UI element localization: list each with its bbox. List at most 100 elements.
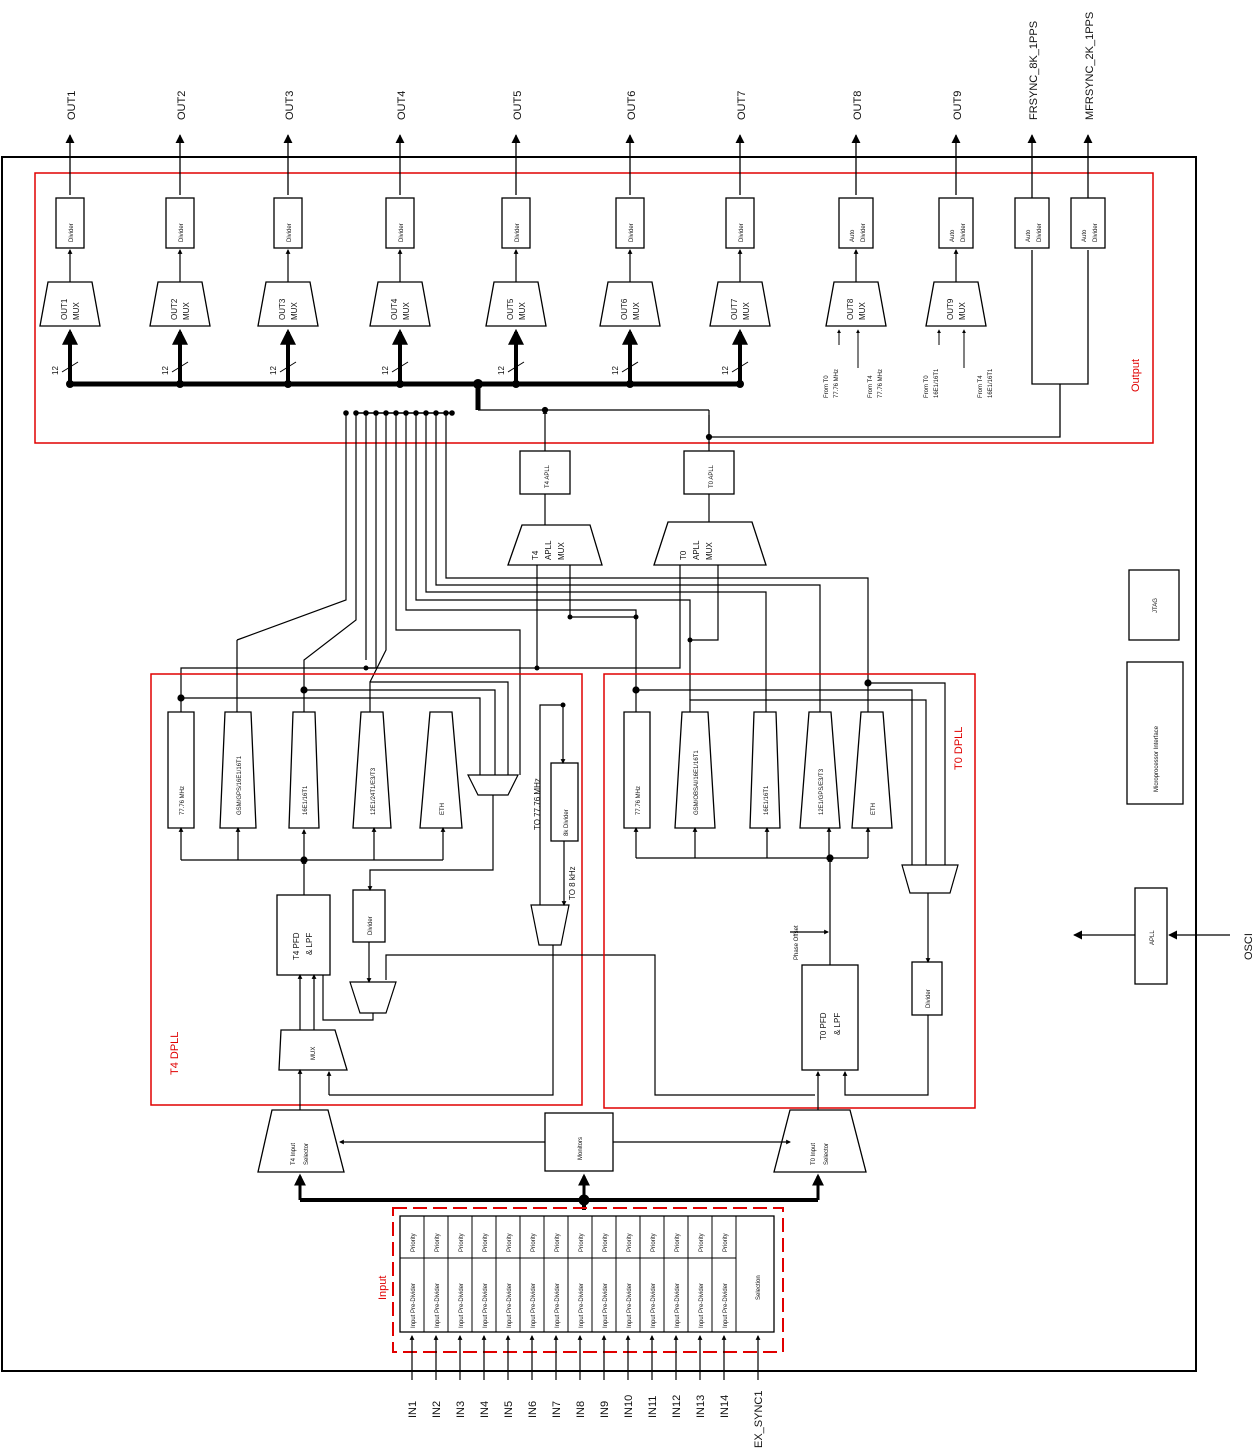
priority-label: Priority [603,1233,609,1252]
svg-text:77.76 MHz: 77.76 MHz [834,369,840,398]
dpll-clock-block: ETH [419,711,463,829]
output-section-border [34,172,1154,444]
input-pin-label: IN8 [575,1401,587,1418]
output-section-label: Output [1130,359,1142,392]
input-pin-label: IN13 [695,1395,707,1418]
t4-wiring [177,640,815,1115]
t0-divider: Divider [911,961,943,1016]
auto-divider-label: Auto [950,229,956,242]
input-pin-label: IN5 [503,1401,515,1418]
svg-text:T0: T0 [679,550,688,560]
priority-label: Priority [579,1233,585,1252]
svg-text:T4 PFD: T4 PFD [292,932,301,960]
svg-text:16E1/16T1: 16E1/16T1 [988,368,994,398]
svg-text:APLL: APLL [692,540,701,560]
input-pin-label: IN14 [719,1395,731,1418]
t4-apll-block: T4 APLL [519,450,571,495]
dpll-block-label: 16E1/16T1 [303,785,309,815]
svg-text:& LPF: & LPF [833,1013,842,1035]
predivider-label: Input Pre-Divider [579,1283,585,1328]
svg-text:8k Divider: 8k Divider [564,809,570,836]
system-apll-block: APLL OSCI [1073,887,1255,985]
auto-divider-label: Divider [961,223,967,242]
t0-pfd: T0 PFD & LPF [801,964,859,1071]
svg-text:From T0: From T0 [924,375,930,398]
predivider-label: Input Pre-Divider [603,1283,609,1328]
apll-wiring [354,406,713,525]
t4-pfd-mux: MUX [278,1029,348,1071]
t0-dpll-border [603,673,976,1109]
divider-label: Divider [287,223,293,242]
priority-label: Priority [699,1233,705,1252]
output-pin-label: OUT1 [66,91,78,120]
dpll-block-label: GSM/GPS/16E1/16T1 [237,755,243,815]
priority-label: Priority [723,1233,729,1252]
mux-label: OUT6 [620,298,629,320]
priority-label: Priority [435,1233,441,1252]
out9-sources: From T0 16E1/16T1 From T4 16E1/16T1 [924,329,994,398]
svg-text:TO 8 kHz: TO 8 kHz [568,866,577,900]
mux-label: OUT3 [278,298,287,320]
dpll-clock-block: ETH [851,711,893,829]
priority-label: Priority [459,1233,465,1252]
ex-sync-pin-label: EX_SYNC1 [753,1391,765,1448]
predivider-label: Input Pre-Divider [699,1283,705,1328]
input-pin-label: IN1 [407,1401,419,1418]
mux-label: MUX [858,302,867,320]
mux-label: OUT5 [506,298,515,320]
input-pin-label: IN10 [623,1395,635,1418]
osci-pin: OSCI [1243,933,1255,960]
svg-text:Microprocessor Interface: Microprocessor Interface [1154,725,1160,792]
dpll-clock-block: 16E1/16T1 [288,711,320,829]
predivider-label: Input Pre-Divider [555,1283,561,1328]
monitors-block: Monitors [544,1112,614,1172]
auto-divider-label: Divider [861,223,867,242]
mux-label: OUT7 [730,298,739,320]
svg-text:T0 APLL: T0 APLL [709,464,715,488]
dpll-block-label: GSM/OBSAI/16E1/16T1 [694,750,700,815]
svg-text:From T4: From T4 [978,375,984,398]
output-pin-label: OUT9 [952,91,964,120]
predivider-label: Input Pre-Divider [507,1283,513,1328]
output-pin-label: MFRSYNC_2K_1PPS [1084,12,1096,120]
t4-small-muxes [349,774,519,1014]
dpll-clock-block: 77.76 MHz [623,711,651,829]
bus-width-label: 12 [269,366,278,375]
dpll-block-label: 12E1/24T1/E3/T3 [371,767,377,815]
input-section-border [392,1207,784,1353]
priority-label: Priority [555,1233,561,1252]
bus-width-label: 12 [381,366,390,375]
svg-text:T4: T4 [531,550,540,560]
t4-dpll-label: T4 DPLL [169,1032,181,1075]
input-table [399,1215,775,1333]
mux-label: OUT8 [846,298,855,320]
svg-text:T4 Input: T4 Input [291,1143,297,1165]
t0-wiring [632,679,946,1113]
microprocessor-interface-block: Microprocessor Interface [1126,661,1184,805]
svg-text:Divider: Divider [926,989,932,1008]
input-pin-label: IN9 [599,1401,611,1418]
input-pin-label: IN4 [479,1401,491,1418]
svg-text:T0 PFD: T0 PFD [819,1012,828,1040]
bus-width-label: 12 [497,366,506,375]
clock-bundle [180,410,869,775]
output-pin-label: OUT5 [512,91,524,120]
input-pin-label: IN6 [527,1401,539,1418]
mux-label: MUX [402,302,411,320]
t0-small-mux [901,864,959,894]
svg-text:From T0: From T0 [824,375,830,398]
svg-text:Selector: Selector [824,1143,830,1165]
predivider-label: Input Pre-Divider [651,1283,657,1328]
